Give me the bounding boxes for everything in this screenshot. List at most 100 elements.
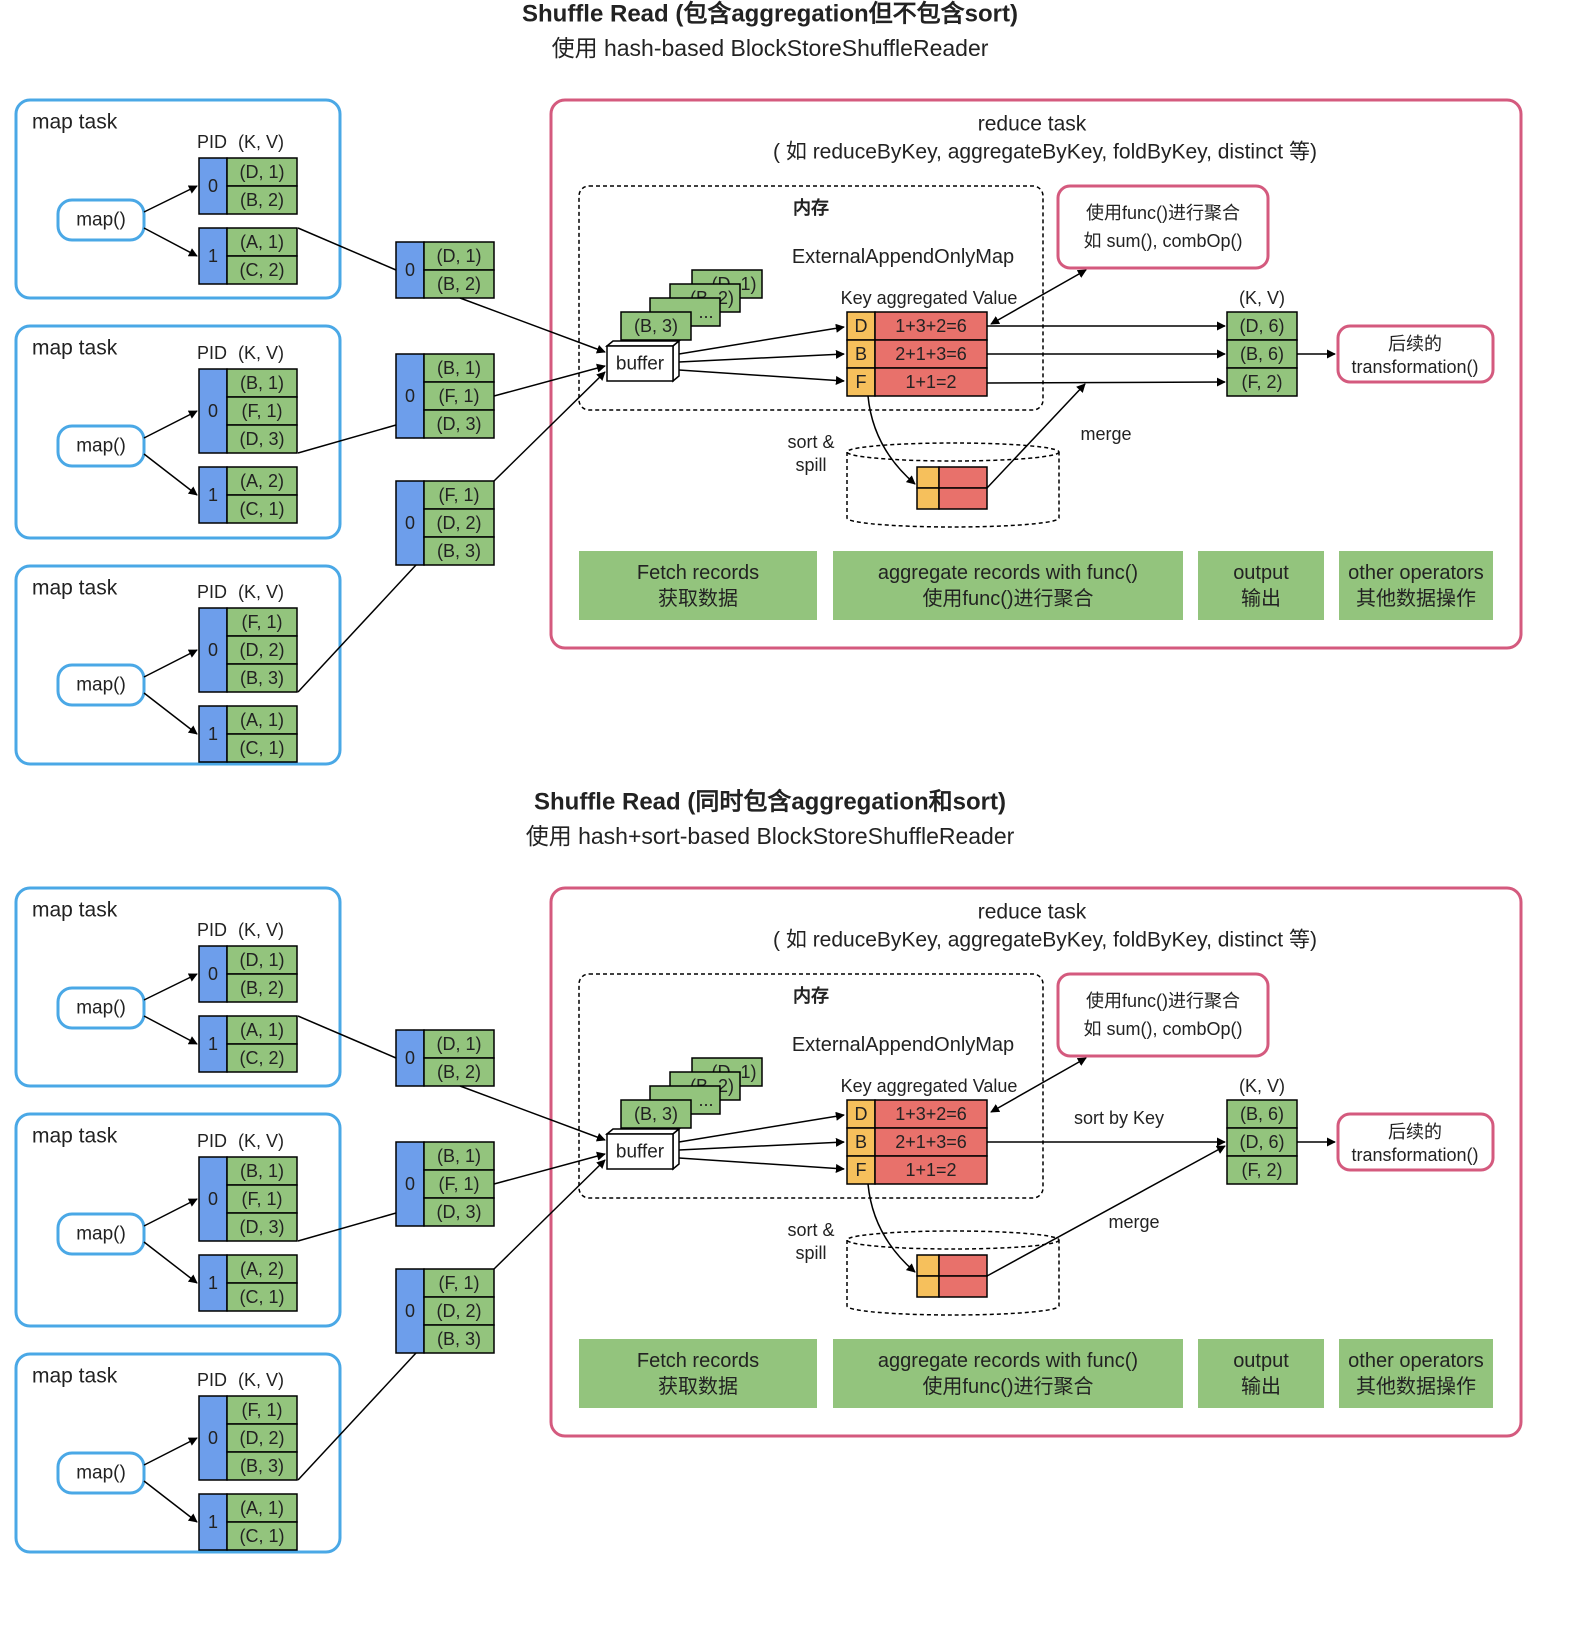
kv-cell [226,1212,298,1242]
reduce-task-title: reduce task [978,113,1087,136]
map-task-label: map task [32,1365,118,1388]
sort-spill-arrow [867,395,916,485]
aggregation-func-box [1056,972,1270,1058]
map-function-label: map() [76,998,126,1019]
map-to-partition-1-arrow [143,1015,198,1045]
fetched-partition-1: 0(D, 1)(B, 2) [395,241,495,299]
sort-spill-arrow [867,1183,916,1273]
map-function-label: map() [76,1463,126,1484]
map-to-partition-0-arrow [143,1198,198,1227]
stage-label-zh: 输出 [1241,1375,1281,1398]
kv-cell [226,1156,298,1186]
kv-record: (B, 1) [437,358,481,378]
aggregated-header: Key aggregated Value [841,288,1018,308]
stage-label-zh: 其他数据操作 [1356,1375,1476,1398]
partition-1: 1(A, 1)(C, 1) [198,705,298,763]
map-to-partition-1-arrow [143,692,198,735]
stage-label-zh: 获取数据 [658,1375,738,1398]
aggregated-header: Key aggregated Value [841,1076,1018,1096]
map-function-label: map() [76,1224,126,1245]
aggregated-key: B [855,1132,867,1152]
pid-header: PID [197,582,227,602]
spilled-value-cell [938,487,988,510]
aggregated-key: B [855,344,867,364]
kv-record: (F, 1) [438,1273,479,1293]
map-to-partition-1-arrow [143,1480,198,1523]
kv-record: (D, 3) [240,429,285,449]
kv-cell [226,945,298,975]
reduce-task: reduce task( 如 reduceByKey, aggregateByK… [459,886,1523,1438]
fetched-partition-3: 0(F, 1)(D, 2)(B, 3) [395,480,495,566]
pid-cell [198,607,228,693]
kv-cell [423,269,495,299]
map-task-label: map task [32,577,118,600]
kv-cell [226,1521,298,1551]
reduce-task-box [549,98,1523,650]
kv-cell [423,508,495,538]
merge-label: merge [1108,1212,1159,1232]
func-double-arrow [990,1057,1087,1113]
fetch-line-3 [297,564,417,693]
spilled-key-cell [916,466,940,489]
pid-cell [198,1395,228,1481]
pid-label: 1 [208,1034,218,1054]
stage-bar-3 [1198,1339,1324,1408]
map-to-partition-0-arrow [143,410,198,439]
kv-cell [226,185,298,215]
fetched-partitions: 0(D, 1)(B, 2)0(B, 1)(F, 1)(D, 3)0(F, 1)(… [297,1015,495,1481]
spill-disk: sort &spill [787,1183,1060,1316]
panel-title: Shuffle Read (同时包含aggregation和sort) [534,788,1006,816]
stage-label-zh: 获取数据 [658,587,738,610]
kv-cell [226,705,298,735]
pid-label: 0 [405,1301,415,1321]
map-function-label: map() [76,436,126,457]
buffer: buffer [604,339,682,383]
external-append-only-map-label: ExternalAppendOnlyMap [792,1034,1014,1056]
kv-record: (B, 1) [240,373,284,393]
pid-label: 0 [208,1428,218,1448]
buffer-side [672,1127,680,1171]
next-transformation-line2: transformation() [1351,357,1478,377]
map-to-partition-0-arrow [143,973,198,1001]
aggregation-func-box [1056,184,1270,270]
kv-record: (C, 1) [240,499,285,519]
stacked-record-front [620,311,692,341]
fetch-to-buffer-arrow-2 [493,1151,606,1185]
kv-record: (A, 1) [240,710,284,730]
buffer-record-stack: (D, 1)(B, 2)...(B, 3) [620,269,763,341]
kv-header: (K, V) [238,343,284,363]
kv-record: (D, 2) [437,1301,482,1321]
kv-cell [226,663,298,693]
output-record: (B, 6) [1240,344,1284,364]
kv-record: (B, 2) [437,1062,481,1082]
spilled-value-cell [938,1275,988,1298]
kv-record: (B, 3) [437,1329,481,1349]
kv-record: (B, 3) [437,541,481,561]
map-task-box [14,886,342,1088]
kv-record: (F, 1) [241,401,282,421]
kv-record: (F, 1) [241,612,282,632]
map-task-box [14,564,342,766]
kv-record: (F, 1) [438,485,479,505]
kv-cell [226,635,298,665]
map-function [56,198,146,242]
kv-cell [423,381,495,411]
kv-record: (D, 3) [437,1202,482,1222]
kv-record: (D, 3) [240,1217,285,1237]
fetch-line-2 [297,424,397,454]
kv-record: (D, 1) [240,162,285,182]
sort-by-key-label: sort by Key [1074,1108,1164,1128]
aggregation-func-line2: 如 sum(), combOp() [1083,231,1242,251]
fetch-to-buffer-arrow-2 [493,363,606,397]
map-function-label: map() [76,210,126,231]
kv-header: (K, V) [238,582,284,602]
kv-record: (C, 1) [240,1526,285,1546]
buffer-front [606,1133,674,1170]
buffer-to-table-arrow-1 [678,1111,845,1143]
map-function [56,1212,146,1256]
map-function [56,424,146,468]
buffer-to-table-arrow-1 [678,323,845,355]
kv-cell [423,409,495,439]
map-task-label: map task [32,899,118,922]
